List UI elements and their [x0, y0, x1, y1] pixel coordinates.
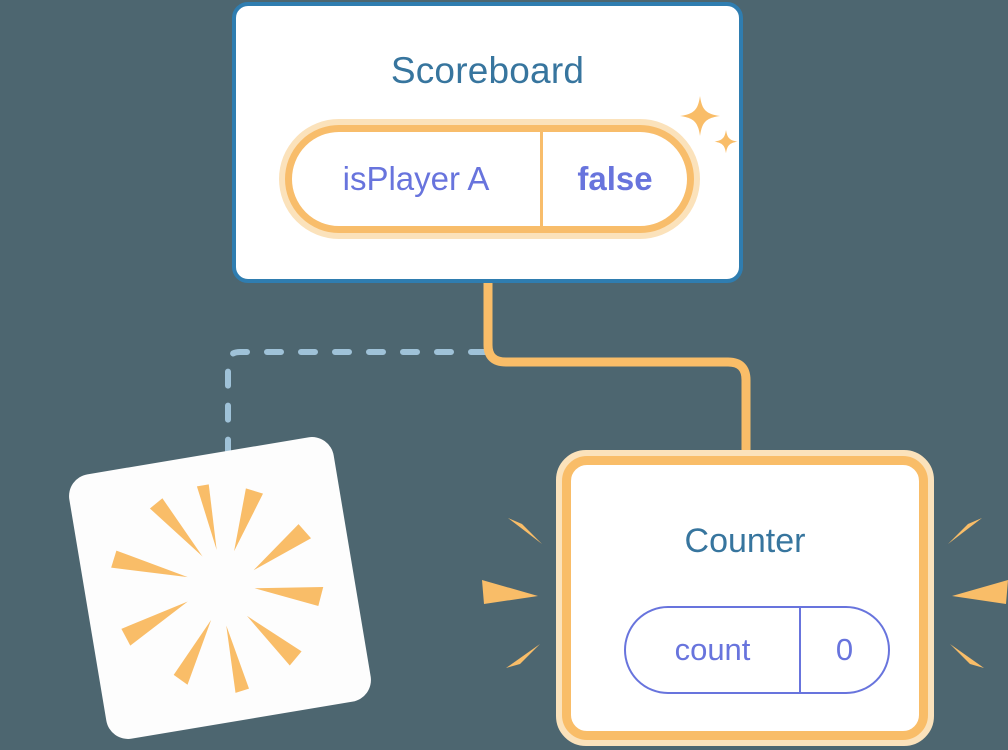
counter-card-highlight-ring: [556, 450, 934, 746]
counter-card[interactable]: Counter count 0: [556, 450, 934, 746]
counter-pill-key: count: [674, 632, 751, 667]
sparkle-group: [680, 96, 738, 154]
scoreboard-title: Scoreboard: [390, 50, 585, 91]
counter-burst-left-icon: [482, 518, 542, 668]
counter-title: Counter: [684, 522, 806, 560]
counter-burst-right-icon: [948, 518, 1008, 668]
sparkle-small-icon: [714, 130, 738, 154]
scoreboard-pill-highlight-ring: [279, 119, 700, 239]
counter-state-pill[interactable]: count 0: [624, 606, 890, 694]
scoreboard-card[interactable]: Scoreboard isPlayer A false: [232, 2, 743, 283]
scoreboard-pill-value: false: [577, 160, 653, 197]
counter-pill-divider: [799, 608, 801, 692]
solid-connector-to-counter: [483, 278, 751, 467]
scoreboard-pill-key: isPlayer A: [342, 160, 490, 197]
dashed-connector-to-blank-card: [225, 349, 488, 473]
scoreboard-state-pill[interactable]: isPlayer A false: [279, 119, 700, 239]
blank-card-burst-icon: [111, 484, 324, 693]
scoreboard-pill-divider: [540, 132, 543, 226]
counter-pill-value: 0: [835, 632, 854, 667]
sparkle-large-icon: [680, 96, 720, 136]
blank-card[interactable]: [65, 433, 375, 743]
